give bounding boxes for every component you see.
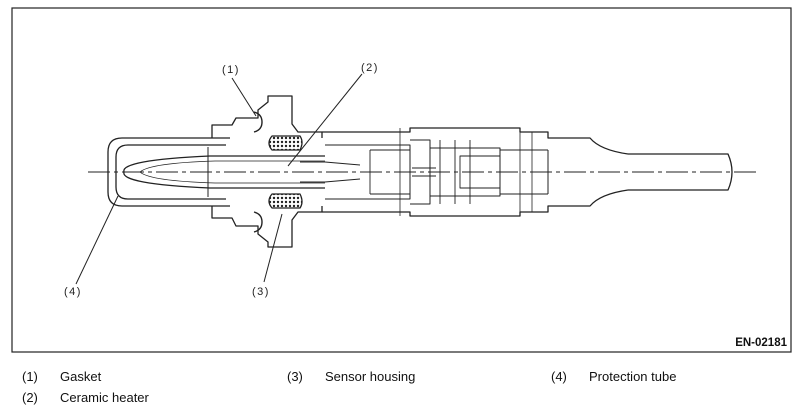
leader-lines — [75, 73, 363, 285]
legend-label: Sensor housing — [325, 369, 416, 384]
legend-item-gasket: (1) Gasket — [22, 369, 101, 384]
sensor-drawing — [88, 95, 760, 248]
callout-label-4: (4) — [64, 286, 82, 298]
sensor-cable — [628, 153, 733, 191]
legend-number: (1) — [22, 369, 38, 384]
leader-line-2 — [287, 73, 363, 167]
legend-number: (3) — [287, 369, 303, 384]
diagram-frame — [11, 7, 792, 353]
legend-number: (4) — [551, 369, 567, 384]
legend-label: Protection tube — [589, 369, 677, 384]
legend-item-sensor-housing: (3) Sensor housing — [287, 369, 415, 384]
legend-label: Ceramic heater — [60, 390, 149, 405]
legend-number: (2) — [22, 390, 38, 405]
callout-label-3: (3) — [252, 286, 270, 298]
legend-item-ceramic-heater: (2) Ceramic heater — [22, 390, 149, 405]
figure-id: EN-02181 — [735, 337, 787, 349]
legend: (1) Gasket (2) Ceramic heater (3) Sensor ho… — [0, 360, 804, 412]
gasket-shape — [253, 111, 263, 133]
callout-label-1: (1) — [222, 64, 240, 76]
callout-label-2: (2) — [361, 62, 379, 74]
leader-line-3 — [263, 213, 283, 283]
leader-line-4 — [75, 195, 119, 285]
legend-item-protection-tube: (4) Protection tube — [551, 369, 676, 384]
sensor-housing-shape — [211, 95, 323, 248]
legend-label: Gasket — [60, 369, 102, 384]
leader-line-1 — [231, 77, 257, 117]
